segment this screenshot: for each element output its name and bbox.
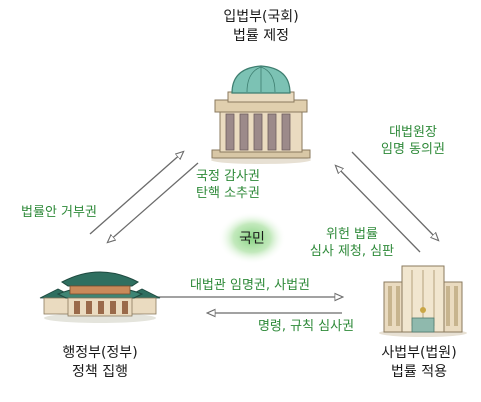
legislative-label: 입법부(국회) 법률 제정 (206, 8, 316, 46)
government-palace-building-icon (39, 271, 161, 323)
national-assembly-building-icon (211, 65, 311, 164)
relation-exec-to-leg: 법률안 거부권 (4, 204, 114, 221)
arrow-jud-to-leg (333, 163, 423, 255)
supreme-court-building-icon (379, 265, 467, 337)
center-label: 국민 (239, 231, 265, 247)
relation-jud-to-exec: 명령, 규칙 심사권 (236, 318, 376, 335)
center-glow (218, 212, 286, 264)
executive-role: 정책 집행 (72, 364, 128, 380)
relation-leg-to-exec-line1: 국정 감사권 (196, 169, 260, 184)
executive-label: 행정부(정부) 정책 집행 (42, 344, 158, 382)
relation-leg-to-jud: 대법원장 임명 동의권 (358, 124, 468, 158)
arrow-leg-to-jud (349, 149, 441, 243)
relation-jud-to-exec-line1: 명령, 규칙 심사권 (257, 319, 355, 334)
judicial-name: 사법부(법원) (381, 345, 457, 361)
relation-exec-to-jud-line1: 대법관 임명권, 사법권 (189, 278, 311, 293)
legislative-name: 입법부(국회) (223, 9, 299, 25)
relation-leg-to-exec-line2: 탄핵 소추권 (196, 186, 260, 201)
legislative-role: 법률 제정 (233, 28, 289, 44)
arrow-leg-to-exec (106, 160, 200, 245)
executive-name: 행정부(정부) (62, 345, 138, 361)
arrow-exec-to-leg (88, 149, 185, 237)
relation-leg-to-jud-line2: 임명 동의권 (381, 142, 445, 157)
judicial-role: 법률 적용 (391, 364, 447, 380)
relation-leg-to-jud-line1: 대법원장 (389, 125, 437, 140)
relation-leg-to-exec: 국정 감사권 탄핵 소추권 (178, 168, 278, 202)
judicial-label: 사법부(법원) 법률 적용 (361, 344, 477, 382)
relation-jud-to-leg-line1: 위헌 법률 (326, 227, 378, 242)
relation-exec-to-leg-line1: 법률안 거부권 (21, 205, 97, 220)
relation-jud-to-leg-line2: 심사 제청, 심판 (309, 244, 395, 259)
relation-jud-to-leg: 위헌 법률 심사 제청, 심판 (296, 226, 408, 260)
relation-exec-to-jud: 대법관 임명권, 사법권 (160, 277, 340, 294)
